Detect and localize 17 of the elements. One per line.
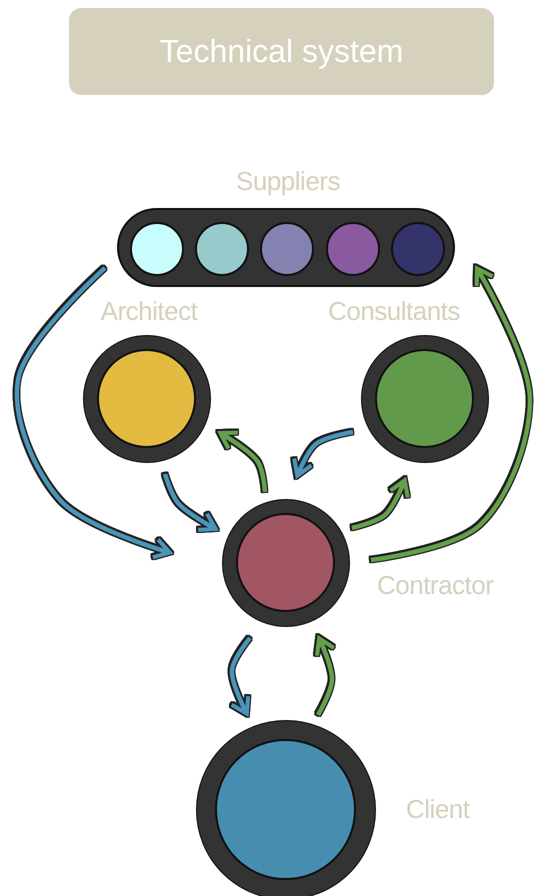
supplier-circle (260, 222, 314, 276)
supplier-circle (130, 222, 184, 276)
arrow (370, 266, 532, 562)
arrow (314, 636, 336, 716)
title-banner: Technical system (69, 8, 494, 95)
supplier-circle (326, 222, 380, 276)
node-label: Client (406, 794, 471, 825)
node-label: Contractor (377, 570, 494, 601)
node-label: Architect (100, 296, 199, 327)
supplier-circle (391, 222, 445, 276)
arrow (230, 636, 252, 716)
arrow (292, 430, 354, 478)
node-label: Consultants (327, 296, 461, 327)
node-label: Suppliers (235, 166, 341, 197)
supplier-circle (195, 222, 249, 276)
arrow (14, 266, 172, 560)
arrow (351, 478, 410, 530)
